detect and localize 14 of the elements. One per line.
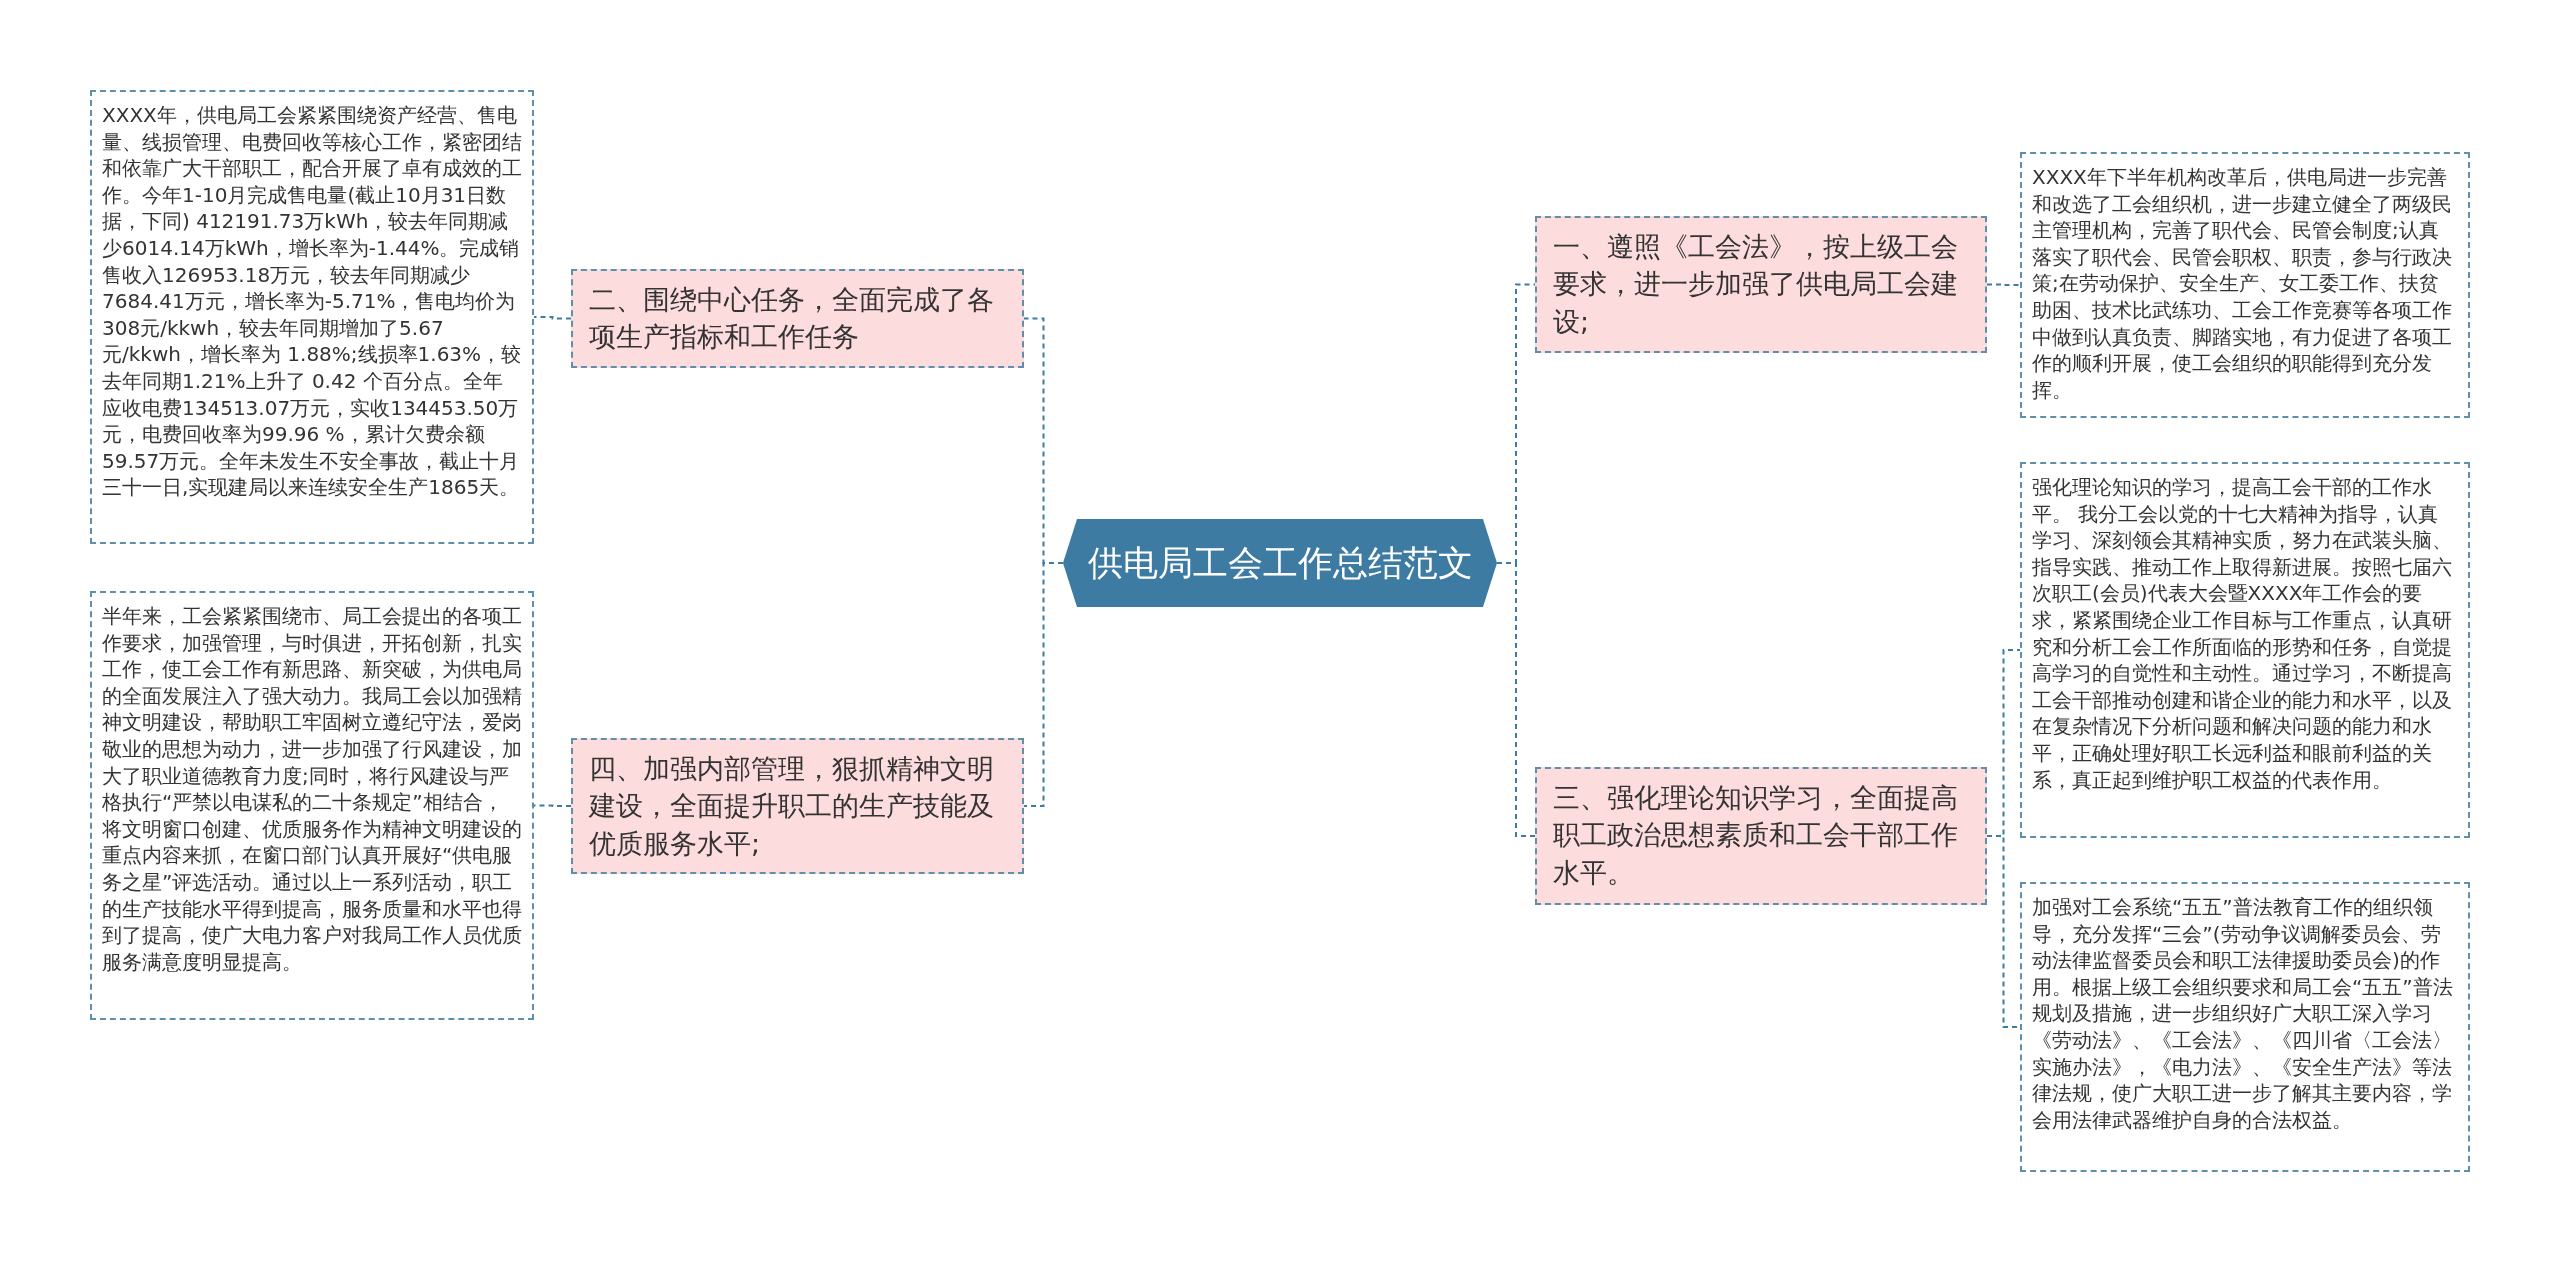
text-box: XXXX年，供电局工会紧紧围绕资产经营、售电量、线损管理、电费回收等核心工作，紧密团结和依靠广大干部职工，配合开展了卓有成效的工作。今年1-10月完成售电量(截止10月31日数据，下同) 412191.73万kWh，较去年同期减少6014.14万kWh，增长率为-1.44%。完成销售收入126953.18万元，较去年同期减少7684.41万元，增长率为-5.71%，售电均价为308元/kkwh，较去年同期增加了5.67元/kkwh，增长率为 1.88%;线损率1.63%，较去年同期1.21%上升了 0.42 个百分点。全年应收电费134513.07万元，实收134453.50万元，电费回收率为99.96 %，累计欠费余额59.57万元。全年未发生不安全事故，截止十月三十一日,实现建局以来连续安全生产1865天。 xyxy=(90,90,534,544)
central-topic-hexagon: 供电局工会工作总结范文 xyxy=(1063,519,1497,607)
connector-line xyxy=(1986,283,2021,286)
connector-line xyxy=(1023,562,1064,807)
text-box: 强化理论知识的学习，提高工会干部的工作水平。 我分工会以党的十七大精神为指导，认真学习、深刻领会其精神实质，努力在武装头脑、指导实践、推动工作上取得新进展。按照七届六次职工(会员)代表大会暨XXXX年工作会的要求，紧紧围绕企业工作目标与工作重点，认真研究和分析工会工作所面临的形势和任务，自觉提高学习的自觉性和主动性。通过学习，不断提高工会干部推动创建和谐企业的能力和水平，以及在复杂情况下分析问题和解决问题的能力和水平，正确处理好职工长远利益和眼前利益的关系，真正起到维护职工权益的代表作用。 xyxy=(2020,462,2470,838)
connector-line xyxy=(1496,562,1536,837)
text-box: XXXX年下半年机构改革后，供电局进一步完善和改选了工会组织机，进一步建立健全了两级民主管理机构，完善了职代会、民管会制度;认真落实了职代会、民管会职权、职责，参与行政决策;在劳动保护、安全生产、女工委工作、扶贫助困、技术比武练功、工会工作竞赛等各项工作中做到认真负责、脚踏实地，有力促进了各项工作的顺利开展，使工会组织的职能得到充分发挥。 xyxy=(2020,152,2470,418)
topic-box: 一、遵照《工会法》，按上级工会要求，进一步加强了供电局工会建设; xyxy=(1535,216,1987,353)
topic-box: 二、围绕中心任务，全面完成了各项生产指标和工作任务 xyxy=(571,269,1024,368)
topic-box: 三、强化理论知识学习，全面提高职工政治思想素质和工会干部工作水平。 xyxy=(1535,767,1987,905)
connector-line xyxy=(533,316,572,320)
topic-box: 四、加强内部管理，狠抓精神文明建设，全面提升职工的生产技能及优质服务水平; xyxy=(571,738,1024,874)
text-box: 半年来，工会紧紧围绕市、局工会提出的各项工作要求，加强管理，与时俱进，开拓创新，扎实工作，使工会工作有新思路、新突破，为供电局的全面发展注入了强大动力。我局工会以加强精神文明建设，帮助职工牢固树立遵纪守法，爱岗敬业的思想为动力，进一步加强了行风建设，加大了职业道德教育力度;同时，将行风建设与严格执行“严禁以电谋私的二十条规定”相结合，将文明窗口创建、优质服务作为精神文明建设的重点内容来抓，在窗口部门认真开展好“供电服务之星”评选活动。通过以上一系列活动，职工的生产技能水平得到提高，服务质量和水平也得到了提高，使广大电力客户对我局工作人员优质服务满意度明显提高。 xyxy=(90,591,534,1020)
text-box: 加强对工会系统“五五”普法教育工作的组织领导，充分发挥“三会”(劳动争议调解委员会、劳动法律监督委员会和职工法律援助委员会)的作用。根据上级工会组织要求和局工会“五五”普法规划及措施，进一步组织好广大职工深入学习《劳动法》、《工会法》、《四川省〈工会法〉实施办法》，《电力法》、《安全生产法》等法律法规，使广大职工进一步了解其主要内容，学会用法律武器维护自身的合法权益。 xyxy=(2020,882,2470,1172)
